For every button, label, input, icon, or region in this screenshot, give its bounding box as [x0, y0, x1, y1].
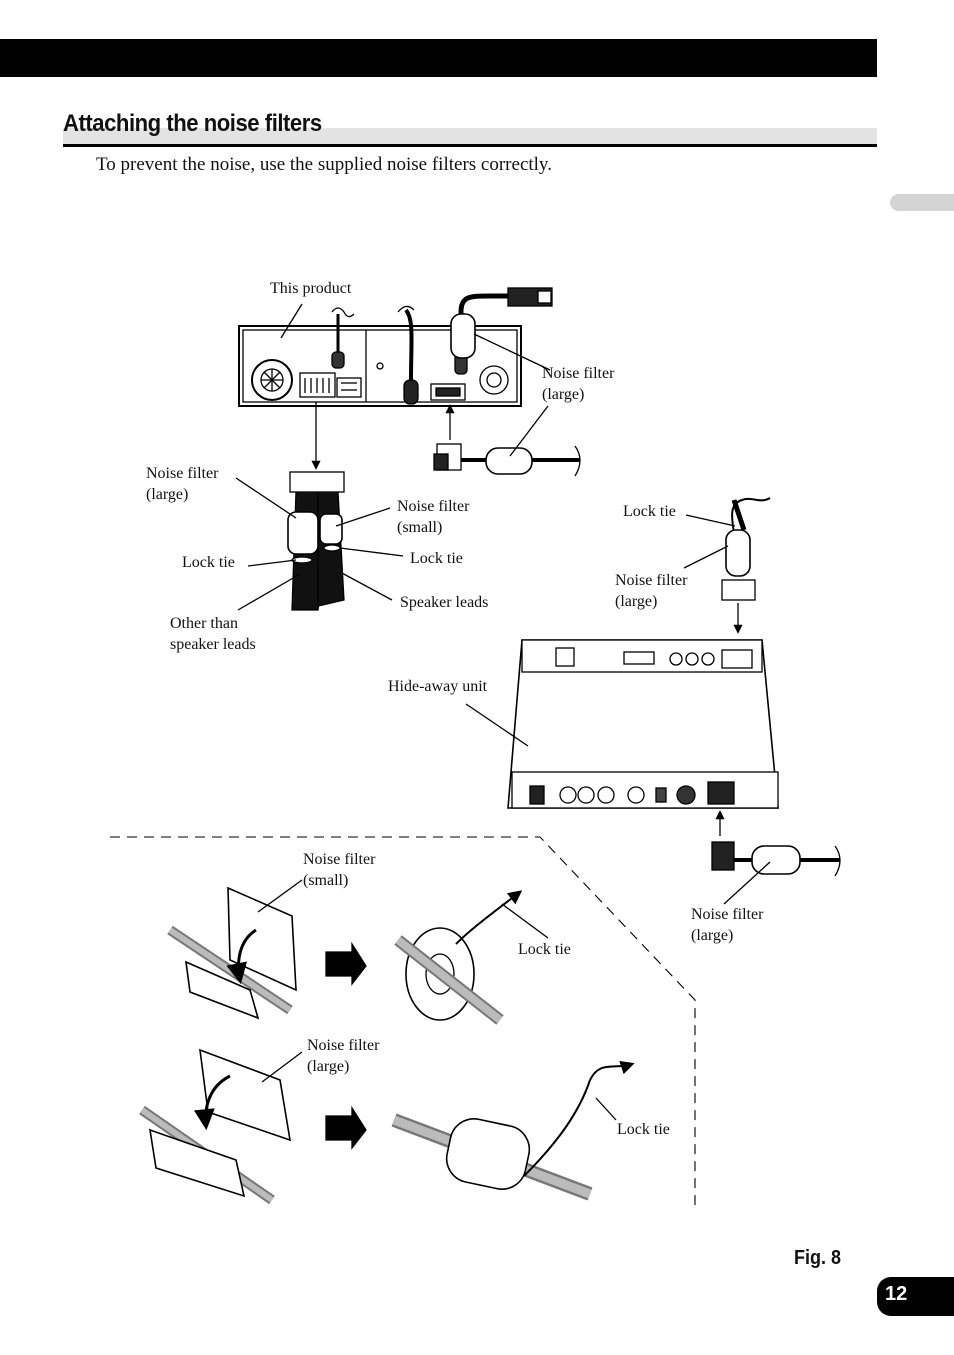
wire-harness-filters: [287, 471, 345, 611]
label-noise-filter-large-4: Noise filter(large): [691, 906, 764, 944]
label-noise-filter-large-5: Noise filter(large): [307, 1037, 380, 1075]
label-noise-filter-large-3: Noise filter(large): [615, 572, 688, 610]
hideaway-lead-filter: [683, 497, 771, 634]
title-band: [63, 128, 877, 144]
label-hide-away-unit: Hide-away unit: [388, 678, 488, 695]
page-number-tab: [877, 1277, 954, 1316]
label-noise-filter-large-2: Noise filter(large): [146, 465, 219, 503]
label-speaker-leads: Speaker leads: [400, 594, 489, 611]
head-unit-illustration: [238, 287, 553, 407]
header-bar: [0, 39, 877, 77]
large-filter-steps: [139, 1048, 635, 1205]
title-rule: [63, 144, 877, 147]
small-filter-steps: [167, 879, 549, 1025]
label-noise-filter-large-1: Noise filter(large): [542, 365, 615, 403]
figure-caption: Fig. 8: [794, 1247, 842, 1269]
label-noise-filter-small-1: Noise filter(small): [397, 498, 470, 536]
label-noise-filter-small-2: Noise filter(small): [303, 851, 376, 889]
antenna-lead-filter: [433, 443, 581, 477]
page-number: 12: [885, 1283, 908, 1305]
label-lock-tie-2: Lock tie: [410, 550, 463, 567]
label-this-product: This product: [270, 280, 352, 297]
section-title: Attaching the noise filters: [63, 110, 322, 137]
label-lock-tie-5: Lock tie: [617, 1121, 670, 1138]
hideaway-output-filter: [711, 810, 841, 905]
label-lock-tie-3: Lock tie: [623, 503, 676, 520]
label-lock-tie-1: Lock tie: [182, 554, 235, 571]
label-lock-tie-4: Lock tie: [518, 941, 571, 958]
side-index-tab: [890, 194, 954, 211]
hideaway-unit-illustration: [465, 639, 779, 809]
intro-text: To prevent the noise, use the supplied n…: [96, 154, 552, 175]
